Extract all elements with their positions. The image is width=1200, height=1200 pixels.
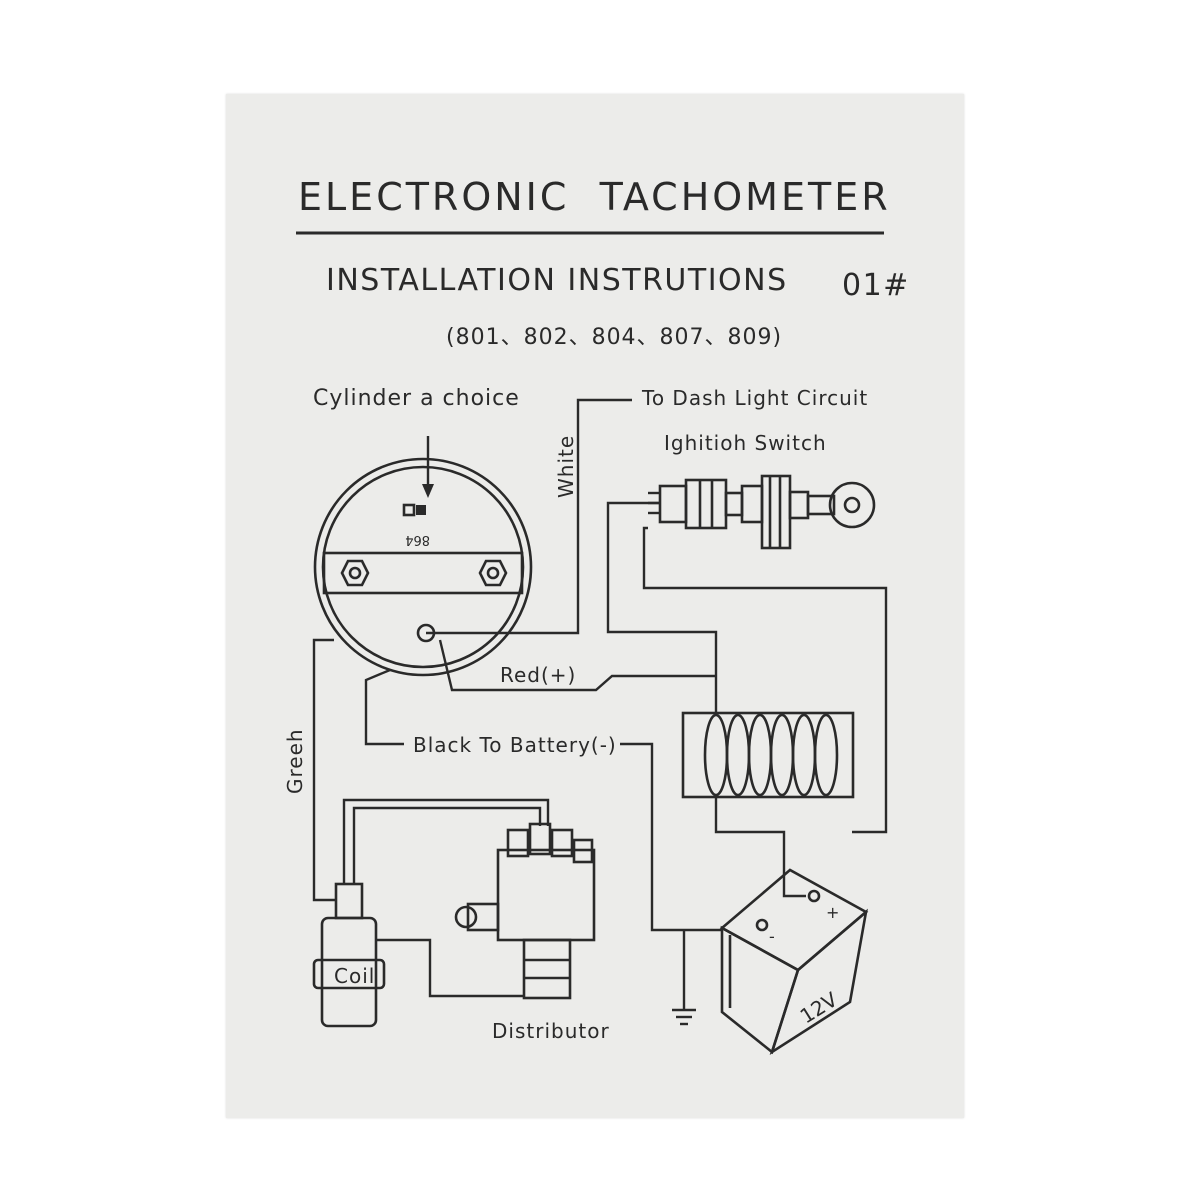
black-wire-label: Black To Battery(-) bbox=[413, 733, 617, 757]
cylinder-choice-label: Cylinder a choice bbox=[313, 386, 520, 411]
ignition-coil-winding bbox=[681, 711, 855, 799]
document-title: ELECTRONIC TACHOMETER bbox=[298, 175, 891, 219]
coil-label: Coil bbox=[334, 964, 375, 988]
battery: - + 12V bbox=[719, 868, 869, 1056]
distributor-label: Distributor bbox=[492, 1019, 610, 1043]
document-edition: 01# bbox=[842, 268, 910, 303]
instruction-sheet bbox=[226, 94, 964, 1118]
coil: Coil bbox=[312, 882, 386, 1028]
mounting-nut-left-icon bbox=[340, 559, 370, 587]
ignition-switch-label: Ighitioh Switch bbox=[664, 431, 827, 455]
battery-plus-label: + bbox=[826, 903, 839, 922]
document-subtitle: INSTALLATION INSTRUTIONS bbox=[326, 263, 788, 298]
red-wire-label: Red(+) bbox=[500, 663, 576, 687]
distributor bbox=[454, 822, 596, 1000]
ignition-switch bbox=[648, 474, 876, 550]
cylinder-options: 864 bbox=[405, 532, 430, 547]
battery-minus-label: - bbox=[769, 927, 775, 946]
dash-light-label: To Dash Light Circuit bbox=[641, 386, 868, 410]
cylinder-arrow bbox=[422, 436, 434, 498]
white-wire-label: White bbox=[554, 435, 578, 498]
ground-icon bbox=[672, 930, 696, 1026]
key-icon bbox=[806, 481, 876, 529]
green-wire-label: Greeh bbox=[283, 728, 307, 794]
wires bbox=[312, 398, 888, 998]
mounting-nut-right-icon bbox=[478, 559, 508, 587]
tachometer-gauge: 864 bbox=[313, 457, 533, 677]
model-numbers: (801、802、804、807、809) bbox=[446, 325, 782, 350]
